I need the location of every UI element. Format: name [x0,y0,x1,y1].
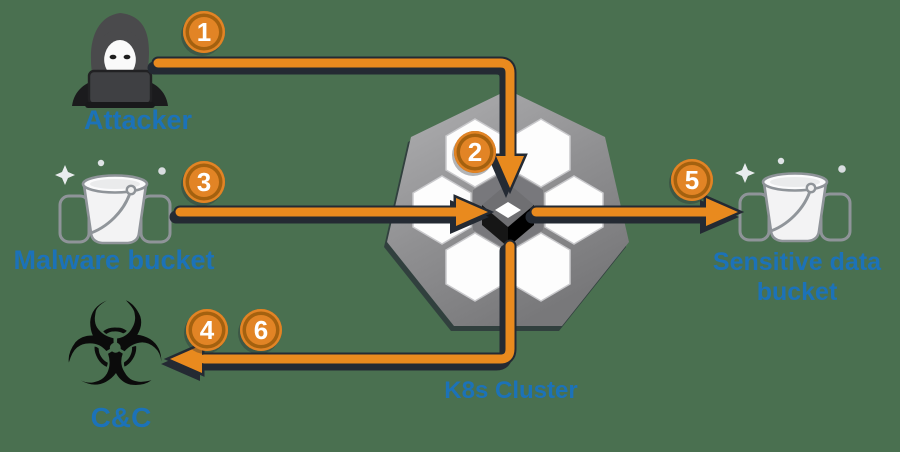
laptop-base [85,102,155,108]
step-badge-6: 6 [240,309,282,351]
step-number: 4 [199,314,215,345]
arrows [153,58,738,373]
arrow-4-6-cluster-to-cnc [199,241,515,364]
laptop-icon [87,69,153,106]
step-number: 6 [253,314,269,345]
cnc-label: C&C [90,402,152,433]
step-badge-3: 3 [183,161,225,203]
attacker-icon [72,13,168,108]
step-number: 1 [196,16,212,47]
arrowhead-down-icon [496,156,524,188]
step-badge-5: 5 [671,159,713,201]
sensitive-bucket-label-line2: bucket [756,277,838,306]
k8s-cluster-label: K8s Cluster [444,377,578,404]
sensitive-bucket-icon [733,156,852,243]
arrowhead-right-icon [456,198,488,226]
arrowhead-left-icon [170,345,202,373]
malware-bucket-label: Malware bucket [13,245,215,275]
biohazard-icon: ☣ [63,278,167,413]
arrowhead-right-icon [706,198,738,226]
step-number: 5 [684,164,700,195]
step-number: 2 [467,136,483,167]
step-badge-4: 4 [186,309,228,351]
sensitive-bucket-label: Sensitive data bucket [713,248,881,307]
step-badge-2: 2 [454,131,496,173]
step-number: 3 [196,166,212,197]
eye [123,54,131,60]
arrow-1-attacker-to-cluster [153,58,515,163]
malware-bucket-icon [53,158,172,245]
attacker-label: Attacker [83,105,193,135]
eye [109,54,117,60]
step-badge-1: 1 [183,11,225,53]
sensitive-bucket-label-line1: Sensitive data [712,248,882,276]
